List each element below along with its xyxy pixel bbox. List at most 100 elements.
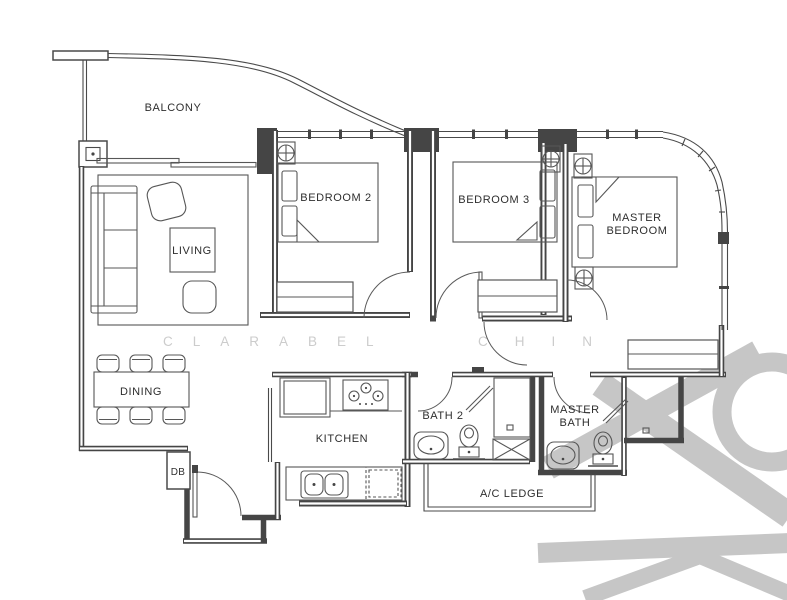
shower-screen [465,385,491,411]
living-label: LIVING [172,245,212,257]
sliding-door-panel [170,161,257,168]
bath2-fixtures [413,377,531,461]
hallway-door-arc [483,321,528,366]
balcony-column-inner [85,146,101,162]
logo-bar-down [592,373,787,527]
ac-ledge-label: A/C LEDGE [480,488,544,500]
watermark-name-part1: CLARABEL [163,334,394,349]
entrance-door-frame [192,465,198,473]
entrance-door-leaf [192,471,198,518]
hob-icon [342,379,389,411]
bed-icon [452,161,558,243]
dining-furniture [93,354,190,425]
armchair-icon [146,181,187,222]
watermark-name: CLARABEL CHIN [163,334,619,349]
master-bedroom-label-line2: BEDROOM [606,225,667,237]
counter [285,466,403,501]
db-label: DB [171,467,186,478]
toilet-tank [458,446,480,458]
coffee-table-icon [169,227,216,273]
dining-label: DINING [120,386,162,398]
entrance-door-arc [196,471,242,517]
wall-pier-window [718,232,729,244]
chair-icon [129,406,153,425]
kitchen-fixtures [279,377,403,501]
rug [97,174,249,326]
fridge-icon [279,377,331,418]
pillow [577,184,594,218]
ac-ledge-outline [423,463,596,512]
pillow [281,205,298,237]
curved-window-inner [662,137,723,233]
shower-screen [468,387,494,413]
logo-ring [712,352,787,472]
blanket-fold [515,220,538,241]
chair-icon [96,406,120,425]
fridge-inner [283,380,327,415]
chair-icon [96,354,120,373]
master-bedroom-door-arc [566,279,608,321]
kitchen-label: KITCHEN [316,433,368,445]
pillow [539,205,556,239]
master-bath-label-line1: MASTER [550,404,599,416]
room-labels: BALCONY LIVING DINING DB KITCHEN BATH 2 … [120,102,667,500]
basin-icon [413,431,449,460]
balcony-column-dot [91,152,95,156]
toilet-tank [592,453,614,465]
logo-bar-horizontal [537,533,787,563]
balcony-column-box [78,140,108,168]
bedroom2-door-arc [363,271,411,319]
shower-screen [602,398,627,422]
pillow [281,170,298,202]
bedroom3-label: BEDROOM 3 [458,194,529,206]
bedroom2-furniture [276,141,379,313]
balcony-wall-bar [52,50,109,61]
shower-floor-icon [492,438,531,461]
db-closet [166,451,191,490]
chair-icon [162,406,186,425]
floor-trap-icon [506,424,514,431]
bedroom2-label: BEDROOM 2 [300,192,371,204]
chair-icon [129,354,153,373]
blanket-fold [296,218,321,243]
wall-bump-hallway [472,367,484,373]
bedroom3-door-arc [435,271,483,319]
bed-icon [571,176,678,268]
walls [78,128,729,544]
column-symbol-box [573,153,593,179]
logo-vee-left [582,548,703,600]
double-sink-icon [300,470,349,499]
balcony-curved-rail-inner [107,56,405,137]
living-room-furniture [90,174,249,326]
chair-icon [162,354,186,373]
watermark-name-part2: CHIN [478,334,619,349]
basin-icon [546,441,580,470]
blanket-fold [595,176,621,204]
bath2-door-arc [417,376,453,412]
balcony-curved-rail-outer [107,52,408,133]
master-bath-door-arc [553,376,591,414]
shower-stall [493,377,531,438]
curved-window-outer [662,131,729,233]
shower-screen [605,400,629,424]
column-symbol-box [541,145,561,173]
floor-trap-icon [642,427,650,434]
master-bath-fixtures [546,398,650,470]
bath2-label: BATH 2 [422,410,463,422]
ottoman-icon [182,280,217,314]
pillow [539,169,556,202]
sliding-door-panel [96,157,180,164]
logo-vee-right [696,548,787,600]
column-symbol-box [276,141,296,165]
balcony-structure [52,50,408,168]
pillow [577,224,594,259]
master-bath-label-line2: BATH [560,417,591,429]
bedroom3-furniture [452,145,561,313]
bed-icon [277,162,379,243]
washer-icon [365,466,402,501]
master-bedroom-label-line1: MASTER [612,212,661,224]
windows [277,129,729,330]
sofa-icon [90,185,138,314]
master-bedroom-furniture [571,153,719,370]
